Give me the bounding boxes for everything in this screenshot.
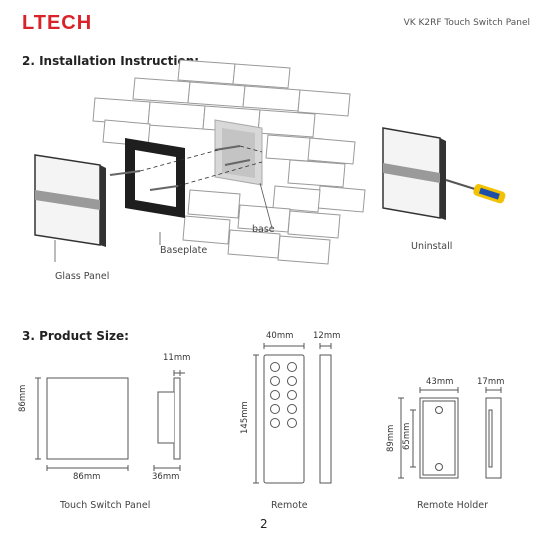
section-product-size-title: 3. Product Size: xyxy=(22,329,129,343)
label-baseplate: Baseplate xyxy=(160,245,208,256)
uninstall-panel xyxy=(382,127,446,220)
label-base: base xyxy=(252,224,275,235)
dim-remote-height: 145mm xyxy=(240,401,250,434)
dim-remote-width: 40mm xyxy=(266,331,294,341)
remote-front-view xyxy=(253,343,305,484)
caption-touch-switch-panel: Touch Switch Panel xyxy=(60,500,151,511)
page-number: 2 xyxy=(260,517,268,531)
section-installation-title: 2. Installation Instruction: xyxy=(22,54,200,68)
panel-front-view xyxy=(35,377,129,471)
remote-buttons xyxy=(270,362,297,428)
glass-panel-left xyxy=(34,154,106,262)
dim-panel-depth: 36mm xyxy=(152,472,180,482)
label-glass-panel: Glass Panel xyxy=(55,271,110,282)
product-title: VK K2RF Touch Switch Panel xyxy=(403,18,530,28)
caption-remote: Remote xyxy=(271,500,308,511)
dashed-guides xyxy=(139,145,263,187)
dim-holder-inner-height: 65mm xyxy=(402,422,412,450)
dim-holder-depth: 17mm xyxy=(477,377,505,387)
dim-panel-width: 86mm xyxy=(73,472,101,482)
remote-holder-front-view xyxy=(398,387,459,479)
dim-panel-height: 86mm xyxy=(18,384,28,412)
dim-holder-height: 89mm xyxy=(386,424,396,452)
remote-holder-side-view xyxy=(485,387,502,479)
dim-panel-thickness: 11mm xyxy=(163,353,191,363)
panel-side-view xyxy=(153,370,185,471)
brand-logo: LTECH xyxy=(22,12,93,34)
screws xyxy=(109,145,251,191)
remote-side-view xyxy=(319,343,332,484)
dim-holder-width: 43mm xyxy=(426,377,454,387)
caption-remote-holder: Remote Holder xyxy=(417,500,489,511)
dim-remote-thickness: 12mm xyxy=(313,331,341,341)
wall-base xyxy=(214,119,273,229)
label-uninstall: Uninstall xyxy=(411,241,453,252)
brick-wall xyxy=(92,59,366,265)
screwdriver-icon xyxy=(445,179,506,204)
baseplate-frame xyxy=(125,138,185,245)
